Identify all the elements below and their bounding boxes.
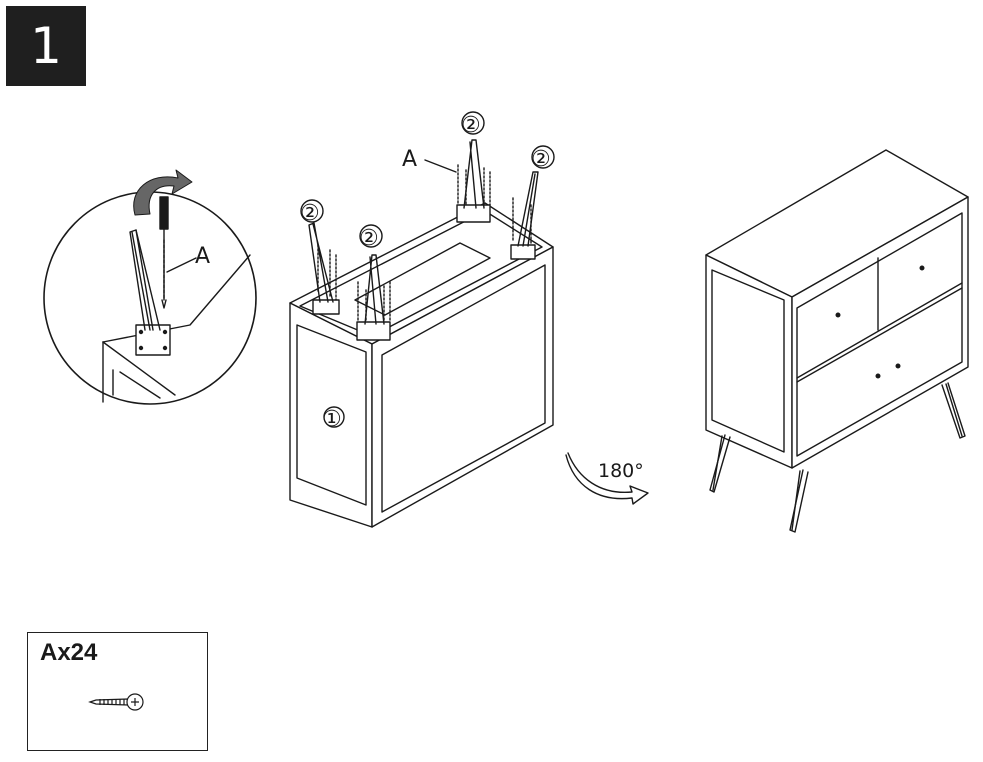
parts-box: Ax24	[27, 632, 208, 751]
leg-callout-3: ②	[461, 113, 481, 138]
cabinet-upside-down	[289, 202, 554, 528]
leg-mounted-back	[456, 139, 491, 223]
leg-mounted-front	[356, 254, 391, 341]
screw-callout-a-main: A	[402, 147, 417, 172]
screw-pointer-line	[424, 159, 457, 173]
cabinet-part-callout: ①	[322, 407, 342, 432]
leg-mounted-right	[510, 171, 539, 260]
leg-callout-circle-1	[300, 199, 324, 223]
step-number-badge: 1	[6, 6, 86, 86]
leg-callout-circle-2	[359, 224, 383, 248]
cabinet-part-callout-circle	[323, 406, 345, 428]
detail-zoom-circle	[43, 169, 257, 405]
rotation-label: 180°	[598, 460, 644, 482]
leg-callout-4: ②	[531, 147, 551, 172]
cabinet-upright	[705, 149, 969, 469]
cabinet-upright-legs	[709, 382, 966, 533]
leg-callout-2: ②	[359, 226, 379, 251]
rotation-arrow	[565, 452, 649, 505]
parts-quantity-label: Ax24	[40, 639, 98, 666]
leg-callout-circle-3	[461, 111, 485, 135]
leg-callout-circle-4	[531, 145, 555, 169]
screw-icon	[88, 693, 144, 711]
leg-callout-1: ②	[300, 201, 320, 226]
screw-callout-a-detail: A	[195, 244, 210, 269]
leg-mounted-left	[308, 222, 340, 315]
